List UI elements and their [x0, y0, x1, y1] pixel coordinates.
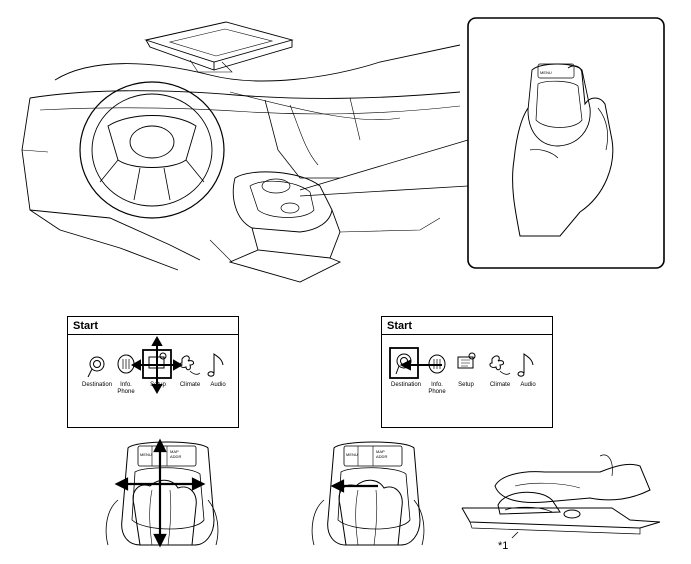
dashboard-illustration: MENU [21, 17, 665, 283]
middle-controller [311, 441, 425, 546]
left-controller-menu-label: MENU [140, 452, 152, 457]
right-screen-icons [389, 347, 534, 379]
left-controller-map-label: MAP [170, 449, 179, 454]
right-menu-audio-label: Audio [520, 382, 536, 388]
controller-illustrations [105, 438, 661, 548]
left-menu-destination-label: Destination [81, 382, 113, 388]
middle-controller-menu-label: MENU [346, 452, 358, 457]
left-screen-divider [68, 334, 238, 335]
four-way-arrow-icon [114, 438, 206, 548]
music-note-icon [207, 353, 224, 377]
right-screen-title: Start [387, 320, 413, 332]
side-view-controller [461, 454, 661, 539]
left-menu-audio-label: Audio [210, 382, 226, 388]
left-screen-title: Start [73, 320, 99, 332]
four-way-arrow-icon [130, 335, 184, 395]
middle-controller-map-label: MAP [376, 449, 385, 454]
destination-icon [87, 356, 105, 378]
info-phone-icon [117, 354, 135, 374]
left-screen-icons [87, 335, 224, 395]
right-menu-climate-label: Climate [489, 382, 511, 388]
left-menu-phone-label: Phone [117, 389, 135, 395]
right-menu-phone-label: Phone [428, 389, 446, 395]
right-start-screen: Start [381, 316, 553, 428]
destination-icon [389, 347, 419, 379]
setup-icon [457, 352, 476, 369]
left-menu-info-label: Info. [120, 382, 132, 388]
left-arrow-icon [330, 479, 378, 493]
climate-icon [179, 355, 201, 375]
music-note-icon [517, 353, 534, 377]
left-menu-setup-label: Setup [150, 382, 166, 388]
right-menu-setup-label: Setup [458, 382, 474, 388]
right-menu-info-label: Info. [431, 382, 443, 388]
right-menu-destination-label: Destination [390, 382, 422, 388]
left-start-screen: Start [67, 316, 239, 428]
left-arrow-icon [399, 359, 442, 371]
left-menu-climate-label: Climate [179, 382, 201, 388]
callout-label: *1 [498, 540, 509, 552]
left-controller [105, 441, 219, 546]
left-controller-addr-label: ADDR [170, 454, 182, 459]
callout-menu-button-label: MENU [540, 70, 552, 75]
climate-icon [489, 355, 511, 375]
middle-controller-addr-label: ADDR [376, 454, 388, 459]
right-screen-divider [382, 334, 552, 335]
